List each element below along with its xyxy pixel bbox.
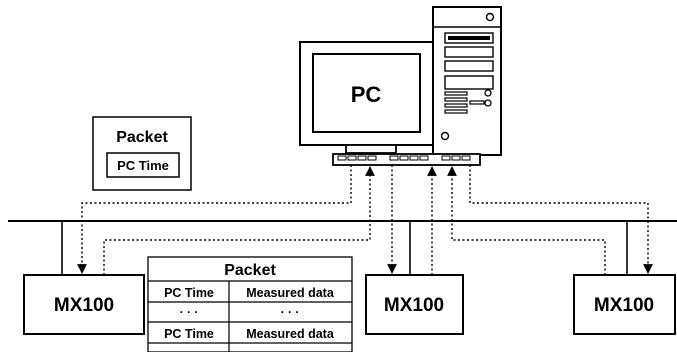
mx100-middle-box — [365, 274, 464, 335]
table-cell: Measured data — [246, 286, 335, 300]
packet-small-title: Packet — [116, 129, 168, 146]
mx100-right-label: MX100 — [594, 295, 654, 316]
mx100-left-box — [23, 274, 145, 335]
mx100-right-box — [573, 274, 676, 335]
packet-table-title: Packet — [224, 262, 276, 279]
table-cell: Measured data — [246, 327, 335, 341]
dotted-path-pc-to-left — [77, 165, 352, 274]
table-cell: PC Time — [164, 286, 214, 300]
packet-small — [92, 116, 192, 191]
table-cell: PC Time — [164, 327, 214, 341]
table-cell: · · · — [281, 305, 300, 319]
pc-monitor — [299, 41, 450, 154]
packet-table — [147, 256, 353, 352]
mx100-middle-label: MX100 — [384, 295, 444, 316]
mx100-left-label: MX100 — [54, 295, 114, 316]
pc-label: PC — [351, 82, 382, 107]
dotted-path-pc-to-right — [469, 165, 653, 274]
dotted-path-left-to-pc — [103, 166, 375, 275]
table-cell: · · · — [180, 305, 199, 319]
keyboard — [332, 153, 481, 166]
packet-small-field: PC Time — [117, 158, 169, 173]
